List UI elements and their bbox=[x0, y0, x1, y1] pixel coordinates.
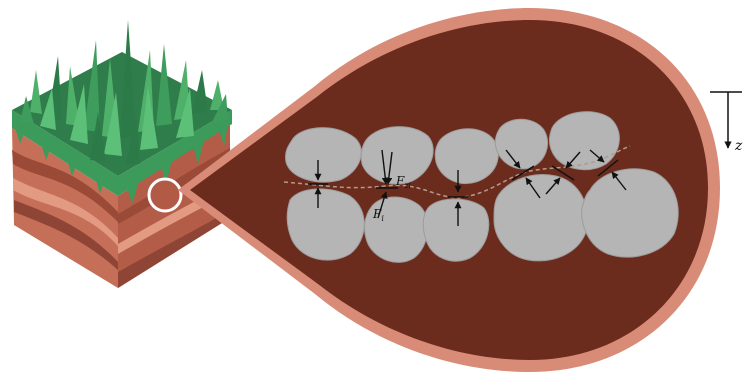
particle bbox=[285, 128, 361, 182]
particle bbox=[582, 169, 679, 257]
particle bbox=[435, 129, 498, 184]
particle bbox=[549, 112, 619, 170]
depth-axis-label: z bbox=[734, 138, 743, 154]
particle bbox=[494, 175, 588, 261]
soil-block-illustration bbox=[12, 20, 232, 288]
particle bbox=[287, 189, 364, 260]
magnifier-circle bbox=[149, 179, 181, 211]
